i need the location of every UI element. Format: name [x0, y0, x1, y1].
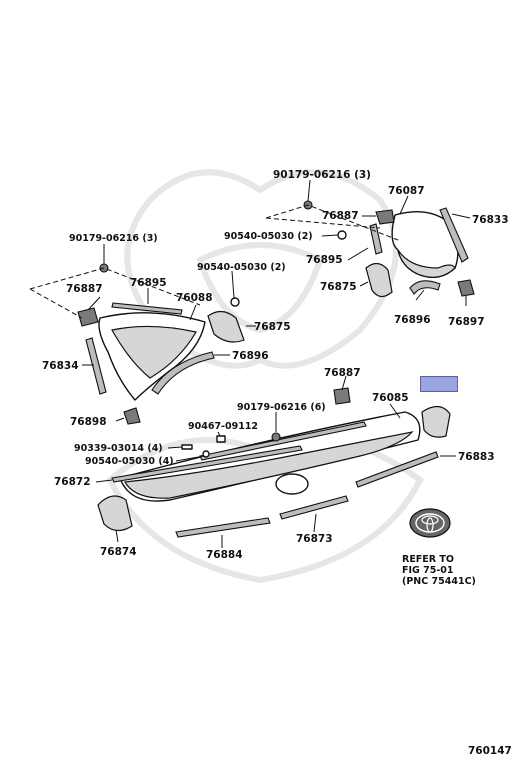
label-76085: 76085: [372, 392, 409, 404]
label-76883: 76883: [458, 451, 495, 463]
molding-76896-right: [409, 280, 441, 295]
leader-lines: [82, 179, 471, 548]
label-90179-06216-top: 90179-06216 (3): [273, 169, 371, 181]
label-76895-right: 76895: [306, 254, 343, 266]
label-76087: 76087: [388, 185, 425, 197]
label-76887-right: 76887: [322, 210, 359, 222]
pad-76887-right: [375, 209, 395, 225]
bracket-76898: [123, 407, 141, 425]
screw-90339: [181, 444, 193, 450]
label-90540-05030-center: 90540-05030 (4): [85, 456, 174, 467]
molding-76872: [111, 445, 303, 483]
label-90339-03014: 90339-03014 (4): [74, 443, 163, 454]
label-90179-06216-center: 90179-06216 (6): [237, 402, 326, 413]
cover-76875-right: [365, 262, 393, 298]
label-76887-left: 76887: [66, 283, 103, 295]
pad-76887-center: [333, 387, 351, 405]
label-90467-09112: 90467-09112: [188, 421, 258, 432]
label-76896-right: 76896: [394, 314, 431, 326]
refer-to-line2: FIG 75-01: [402, 565, 454, 576]
molding-76873: [279, 495, 349, 520]
nut-90540-left: [230, 297, 240, 307]
label-76898: 76898: [70, 416, 107, 428]
label-76875-left: 76875: [254, 321, 291, 333]
toyota-emblem: [409, 508, 451, 538]
label-76873: 76873: [296, 533, 333, 545]
label-76884: 76884: [206, 549, 243, 561]
molding-76896-left: [151, 351, 215, 395]
label-90540-05030-left: 90540-05030 (2): [197, 262, 286, 273]
spoiler-right-part: [391, 211, 459, 278]
label-76874: 76874: [100, 546, 137, 558]
label-76088: 76088: [176, 292, 213, 304]
label-90540-05030-right: 90540-05030 (2): [224, 231, 313, 242]
molding-76834: [85, 337, 107, 395]
label-76833: 76833: [472, 214, 509, 226]
label-76875-right: 76875: [320, 281, 357, 293]
cover-76874: [97, 495, 133, 532]
label-90179-06216-left: 90179-06216 (3): [69, 233, 158, 244]
label-76887-center: 76887: [324, 367, 361, 379]
molding-76883: [355, 451, 439, 488]
refer-to-line1: REFER TO: [402, 554, 454, 565]
clip-90467: [216, 435, 226, 443]
strip-upper-garnish: [199, 421, 367, 461]
cover-76875-left: [207, 310, 245, 343]
selection-highlight[interactable]: [420, 376, 458, 392]
spoiler-left-part: [98, 312, 206, 401]
nut-90540-center: [202, 450, 210, 458]
nut-90540-right: [337, 230, 347, 240]
strip-76895-right: [369, 223, 383, 255]
molding-76884: [175, 517, 271, 538]
nut-90179-center: [271, 432, 281, 442]
refer-to-line3: (PNC 75441C): [402, 576, 476, 587]
molding-76833: [439, 207, 469, 263]
label-76896-left: 76896: [232, 350, 269, 362]
label-76897: 76897: [448, 316, 485, 328]
cover-76085-right: [421, 405, 451, 438]
strip-76895-left: [111, 302, 183, 315]
label-76872: 76872: [54, 476, 91, 488]
figure-number: 760147: [468, 745, 512, 757]
bracket-76897: [457, 279, 475, 297]
label-76895-left: 76895: [130, 277, 167, 289]
garnish-76085: [119, 411, 421, 502]
label-76834: 76834: [42, 360, 79, 372]
